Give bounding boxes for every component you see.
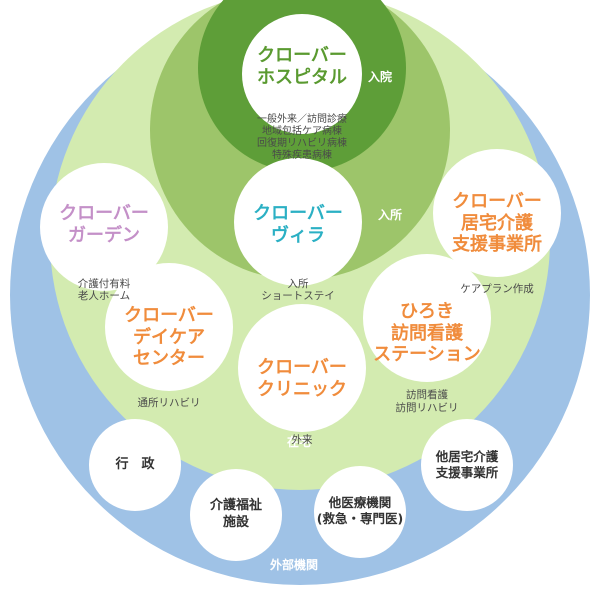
clinic-circle[interactable]: [238, 304, 366, 432]
takyotaku-label: 他居宅介護 支援事業所: [435, 449, 499, 481]
kaigo-fukushi-circle[interactable]: [190, 469, 282, 561]
hospital-circle[interactable]: [242, 14, 362, 134]
gyosei-label: 行 政: [115, 457, 155, 472]
tairyo-circle[interactable]: [314, 466, 406, 558]
hospital-title: クローバー ホスピタル: [257, 45, 347, 88]
clinic-title: クローバー クリニック: [257, 357, 347, 400]
tairyo-label: 他医療機関 (救急・専門医): [316, 495, 404, 527]
external-zone-label: 外部機関: [270, 558, 319, 572]
kyotaku-label: クローバー 居宅介護 支援事業所 ケアプラン作成: [433, 172, 561, 315]
garden-circle[interactable]: [40, 163, 168, 291]
clinic-services: 外来: [291, 433, 313, 446]
daycare-label: クローバー デイケア センター 通所リハビリ: [105, 286, 233, 429]
villa-circle[interactable]: [234, 158, 362, 286]
garden-title: クローバー ガーデン: [59, 203, 149, 246]
kyotaku-services: ケアプラン作成: [460, 283, 534, 296]
hiroki-services: 訪問看護 訪問リハビリ: [395, 389, 459, 414]
kyotaku-title: クローバー 居宅介護 支援事業所: [452, 191, 542, 256]
hospital-services: 一般外来／訪問診療 地域包括ケア病棟 回復期リハビリ病棟 特殊疾患病棟: [257, 113, 347, 161]
home-zone-label: 在宅: [287, 435, 312, 449]
facility-zone-label: 入所: [378, 208, 403, 222]
kaigo-fukushi-label: 介護福祉 施設: [209, 498, 262, 530]
hiroki-title: ひろき 訪問看護 ステーション: [373, 301, 481, 366]
hospital-label: クローバー ホスピタル 一般外来／訪問診療 地域包括ケア病棟 回復期リハビリ病棟…: [242, 26, 362, 181]
takyotaku-circle[interactable]: [421, 419, 513, 511]
admission-zone-label: 入院: [368, 70, 393, 84]
garden-services: 介護付有料 老人ホーム: [77, 277, 131, 303]
kyotaku-circle[interactable]: [433, 149, 561, 277]
daycare-title: クローバー デイケア センター: [124, 305, 214, 370]
hiroki-circle[interactable]: [363, 254, 491, 382]
gyosei-circle[interactable]: [89, 419, 181, 511]
villa-label: クローバー ヴィラ 入所 ショートステイ: [234, 184, 362, 322]
daycare-circle[interactable]: [105, 263, 233, 391]
clinic-label: クローバー クリニック 外来: [238, 338, 366, 465]
daycare-services: 通所リハビリ: [137, 397, 201, 410]
garden-label: クローバー ガーデン 介護付有料 老人ホーム: [40, 184, 168, 322]
hiroki-label: ひろき 訪問看護 ステーション 訪問看護 訪問リハビリ: [363, 282, 491, 434]
villa-title: クローバー ヴィラ: [253, 203, 343, 246]
villa-services: 入所 ショートステイ: [261, 277, 335, 303]
